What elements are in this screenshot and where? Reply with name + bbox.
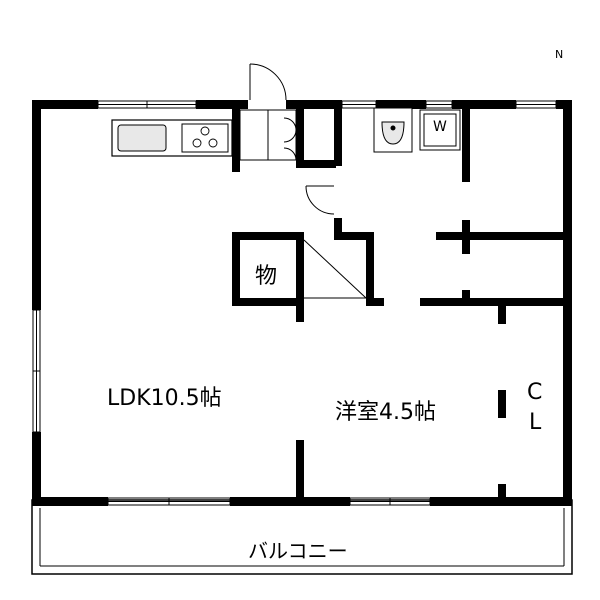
compass-north-label: N	[555, 48, 564, 61]
interior-walls	[232, 100, 572, 506]
stove-burner-icon	[192, 126, 218, 148]
room-label-closet-c: C	[527, 380, 543, 405]
room-label-storage: 物	[255, 264, 278, 289]
room-label-balcony: バルコニー	[248, 539, 348, 563]
room-label-closet-l: L	[529, 410, 542, 435]
kitchen-counter	[111, 119, 233, 157]
washing-machine	[419, 109, 461, 151]
hall-door	[305, 185, 335, 215]
hallway-stair-mark	[303, 239, 367, 299]
room-label-ldk: LDK10.5帖	[107, 386, 222, 411]
windows	[32, 100, 557, 506]
room-label-yoshitsu: 洋室4.5帖	[335, 400, 436, 425]
washer-label: W	[433, 119, 447, 135]
entrance-door	[249, 63, 287, 101]
shoe-cabinet	[239, 109, 297, 161]
washbasin	[373, 107, 413, 153]
